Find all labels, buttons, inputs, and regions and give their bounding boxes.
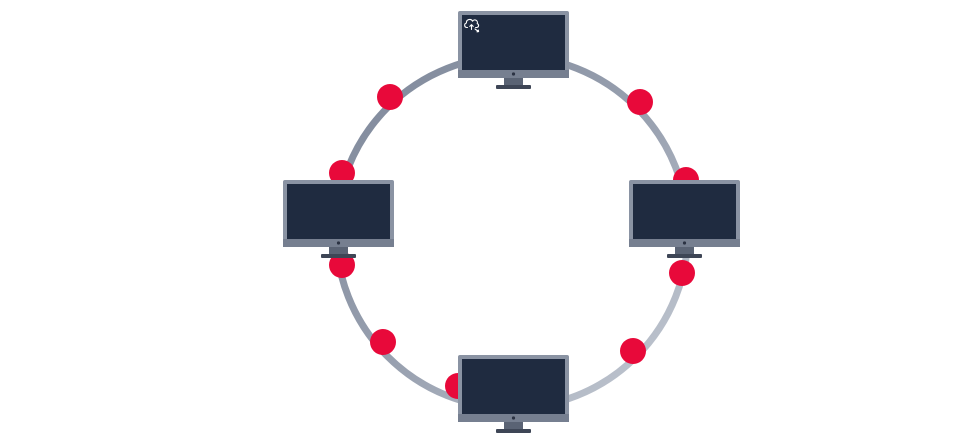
node-marker [377,84,403,110]
monitor-foot [496,429,531,433]
power-led [336,241,341,245]
computer-node-bottom [458,355,569,433]
monitor-foot [667,254,702,258]
node-markers [329,84,699,399]
node-marker [627,89,653,115]
monitor-stand [504,78,523,85]
node-marker [370,329,396,355]
monitor-screen [633,184,736,239]
computer-node-left [283,180,394,258]
monitor-stand [329,247,348,254]
monitor-stand [675,247,694,254]
power-led [511,416,516,420]
monitor-screen [287,184,390,239]
computer-node-right [629,180,740,258]
monitor-foot [496,85,531,89]
node-marker [329,252,355,278]
node-marker [329,160,355,186]
monitor-stand [504,422,523,429]
monitor-foot [321,254,356,258]
cloud-upload-icon [464,18,480,33]
computer-node-top [458,11,569,89]
node-marker [669,260,695,286]
power-led [511,72,516,76]
power-led [682,241,687,245]
node-marker [620,338,646,364]
monitor-screen [462,359,565,414]
monitor-screen [462,15,565,70]
